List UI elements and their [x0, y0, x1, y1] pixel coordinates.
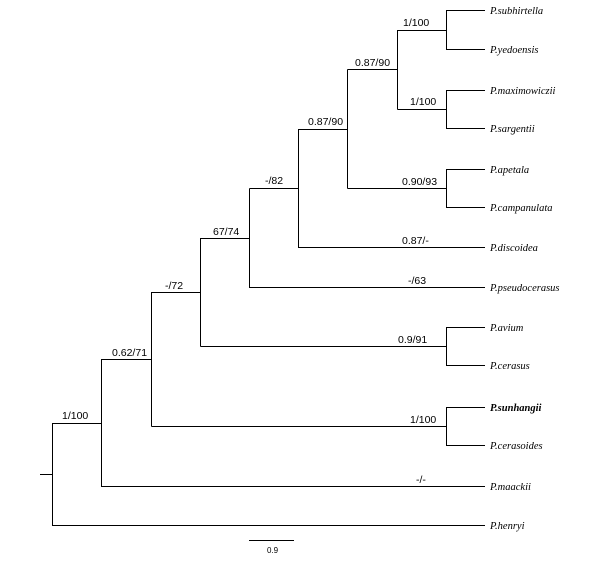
- taxon-label: P.discoidea: [489, 243, 538, 254]
- taxon-label: P.henryi: [489, 521, 525, 532]
- taxon-label: P.pseudocerasus: [489, 283, 560, 294]
- taxon-label: P.subhirtella: [489, 6, 543, 17]
- support-value: -/72: [165, 280, 183, 292]
- support-value: 1/100: [410, 414, 436, 426]
- support-value: 1/100: [403, 17, 429, 29]
- taxon-label: P.campanulata: [489, 203, 553, 214]
- taxon-label: P.maximowiczii: [489, 86, 556, 97]
- taxon-label: P.sargentii: [489, 124, 535, 135]
- taxon-label: P.avium: [489, 323, 524, 334]
- support-value: 1/100: [410, 96, 436, 108]
- taxon-label: P.maackii: [489, 482, 531, 493]
- support-value: 0.87/-: [402, 235, 429, 247]
- taxon-label: P.cerasoides: [489, 441, 543, 452]
- scale-bar-label: 0.9: [267, 546, 279, 555]
- support-value: 67/74: [213, 226, 239, 238]
- support-value: -/63: [408, 275, 426, 287]
- support-value: 1/100: [62, 410, 88, 422]
- taxon-label: P.yedoensis: [489, 45, 539, 56]
- support-value: 0.9/91: [398, 334, 427, 346]
- taxon-label: P.cerasus: [489, 361, 530, 372]
- support-value: 0.87/90: [308, 116, 343, 128]
- support-value: 0.87/90: [355, 57, 390, 69]
- support-value: -/82: [265, 175, 283, 187]
- support-value: -/-: [416, 474, 426, 486]
- support-value: 0.90/93: [402, 176, 437, 188]
- taxon-label: P.apetala: [489, 165, 529, 176]
- taxon-label-highlighted: P.sunhangii: [490, 403, 542, 414]
- support-value: 0.62/71: [112, 347, 147, 359]
